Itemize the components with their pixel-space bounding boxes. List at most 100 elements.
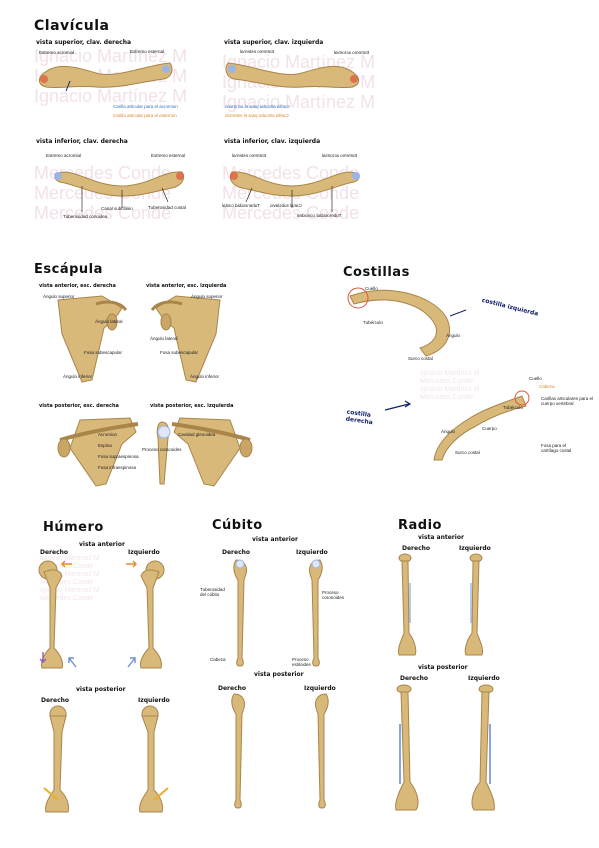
clavicle-illustration — [229, 171, 360, 212]
label-humero-izquierdo: Izquierdo — [128, 549, 160, 556]
caption-cubito-posterior: vista posterior — [254, 671, 304, 678]
watermark-line: Ignacio Martínez M — [34, 46, 188, 66]
label-radio-izquierdo: Izquierdo — [468, 675, 500, 682]
label-radio-izquierdo: Izquierdo — [459, 545, 491, 552]
label-radio-derecho: Derecho — [400, 675, 429, 682]
caption-clavicula-inf-izq: vista inferior, clav. izquierda — [224, 138, 321, 145]
watermark-line: Mercedes Conde — [420, 378, 474, 385]
watermark-line: Mercedes Conde — [40, 579, 94, 586]
label-fosa-supraespinosa: Fosa supraespinosa — [98, 454, 139, 459]
rib-illustration — [347, 287, 467, 357]
label-tuberosidad-conoidea-izq: Tuberosidad conoidea — [297, 213, 342, 218]
label-tuberosidad-costal-izq: Tuberosidad costal — [222, 203, 260, 208]
caption-humero-posterior: vista posterior — [76, 686, 126, 693]
watermark-line: Ignacio Martínez M — [34, 86, 188, 106]
section-title-cubito: Cúbito — [212, 518, 263, 533]
watermark-line: Ignacio Martínez M — [40, 555, 100, 562]
scapula-illustration — [150, 295, 221, 383]
label-extremo-esternal: Extremo esternal — [151, 153, 186, 158]
rib-illustration — [433, 390, 530, 461]
note-costilla-izquierda: costilla izquierda — [481, 296, 539, 318]
scapula-illustration — [57, 295, 128, 383]
caption-radio-posterior: vista posterior — [418, 664, 468, 671]
label-rib-cuello: Cuello — [365, 286, 378, 291]
arrow-icon — [39, 652, 47, 663]
label-tuberosidad-conoidea: Tuberosidad conoidea — [63, 214, 108, 219]
ulna-illustration — [231, 693, 245, 809]
caption-escapula-post-der: vista posterior, esc. derecha — [39, 403, 119, 409]
scapula-lateral-illustration — [156, 421, 171, 485]
watermark-line: Ignacio Martínez M — [222, 92, 376, 112]
section-title-costillas: Costillas — [343, 265, 410, 280]
label-rib-fosa-cartilago: Fosa para el cartílago costal — [541, 443, 572, 453]
label-extremo-esternal-izq: Extremo esternal — [232, 153, 267, 158]
label-angulo-inferior: Ángulo inferior — [63, 374, 93, 379]
caption-escapula-post-izq: vista posterior, esc. izquierda — [150, 403, 234, 409]
arrow-icon — [127, 657, 136, 668]
label-angulo-lateral-izq: Ángulo lateral — [150, 336, 178, 341]
label-rib-tuberculo: Tubérculo — [503, 405, 523, 410]
label-cubito-derecho: Derecho — [222, 549, 251, 556]
label-angulo-superior: Ángulo superior — [43, 294, 75, 299]
ulna-illustration — [309, 559, 323, 667]
section-title-radio: Radio — [398, 518, 442, 533]
label-rib-cabeza: Cabeza — [539, 384, 555, 389]
label-cubito-izquierdo: Izquierdo — [304, 685, 336, 692]
caption-escapula-ant-izq: vista anterior, esc. izquierda — [146, 283, 227, 289]
label-rib-cuerpo: Cuerpo — [482, 426, 497, 431]
label-extremo-esternal-izq: Extremo esternal — [240, 49, 275, 54]
arrow-icon — [68, 657, 77, 668]
label-cavidad-glenoidea: Cavidad glenoidea — [178, 432, 216, 437]
label-angulo-superior-izq: Ángulo superior — [191, 294, 223, 299]
caption-clavicula-sup-izq: vista superior, clav. izquierda — [224, 39, 324, 46]
humerus-illustration — [139, 705, 163, 813]
arrow-icon — [126, 560, 137, 568]
label-fosa-subescapular: Fosa subescapular — [84, 350, 123, 355]
humerus-illustration — [140, 560, 165, 669]
caption-cubito-anterior: vista anterior — [252, 536, 298, 543]
label-fosa-subescapular-izq: Fosa subescapular — [160, 350, 199, 355]
radius-illustration — [471, 684, 495, 811]
caption-clavicula-inf-der: vista inferior, clav. derecha — [36, 138, 128, 145]
scapula-illustration — [171, 417, 253, 487]
label-cubito-izquierdo: Izquierdo — [296, 549, 328, 556]
watermark-line: Ignacio Martínez M — [40, 587, 100, 594]
arrow-icon — [61, 560, 72, 568]
label-cubito-derecho: Derecho — [218, 685, 247, 692]
label-proceso-coracoides: Proceso coracoides — [142, 447, 182, 452]
scapula-illustration — [57, 417, 139, 487]
label-radio-derecho: Derecho — [402, 545, 431, 552]
label-humero-derecho: Derecho — [41, 697, 70, 704]
caption-clavicula-sup-der: vista superior, clav. derecha — [36, 39, 132, 46]
label-rib-carillas: Carillas articulares para el cuerpo vert… — [541, 396, 594, 406]
label-humero-derecho: Derecho — [40, 549, 69, 556]
legend-acromion-izq: Carilla articular para el acromion — [225, 104, 290, 109]
label-rib-cuello: Cuello — [529, 376, 542, 381]
section-title-clavicula: Clavícula — [34, 18, 110, 34]
legend-esternon-izq: Carilla articular para el esternón — [225, 113, 289, 118]
label-rib-surco-costal: Surco costal — [408, 356, 433, 361]
radius-illustration — [395, 684, 419, 811]
radius-illustration — [464, 553, 483, 656]
caption-humero-anterior: vista anterior — [79, 541, 125, 548]
label-espina: Espina — [98, 443, 112, 448]
legend-acromion: Carilla articular para el acromion — [113, 104, 178, 109]
label-fosa-infraespinosa: Fosa infraespinosa — [98, 465, 137, 470]
watermark-line: Ignacio Martínez M — [420, 370, 480, 377]
label-cabeza-cubito: Cabeza — [210, 657, 226, 662]
label-tuberosidad-costal: Tuberosidad costal — [148, 205, 186, 210]
label-extremo-acromial-izq: Extremo acromial — [322, 153, 358, 158]
label-extremo-acromial: Extremo acromial — [46, 153, 82, 158]
humerus-illustration — [45, 705, 69, 813]
label-tuberosidad-cubito: Tuberosidad del cúbito — [200, 587, 225, 597]
label-angulo-lateral: Ángulo lateral — [95, 319, 123, 324]
clavicle-illustration — [54, 171, 185, 212]
label-rib-surco-costal: Surco costal — [455, 450, 480, 455]
arrow-icon — [43, 787, 59, 801]
section-title-humero: Húmero — [43, 520, 104, 535]
watermark-line: Mercedes Conde — [222, 203, 360, 223]
caption-escapula-ant-der: vista anterior, esc. derecha — [39, 283, 116, 289]
clavicle-illustration — [38, 62, 173, 92]
label-canal-subclavio-izq: Canal subclavio — [270, 203, 302, 208]
label-extremo-esternal: Extremo esternal — [130, 49, 165, 54]
